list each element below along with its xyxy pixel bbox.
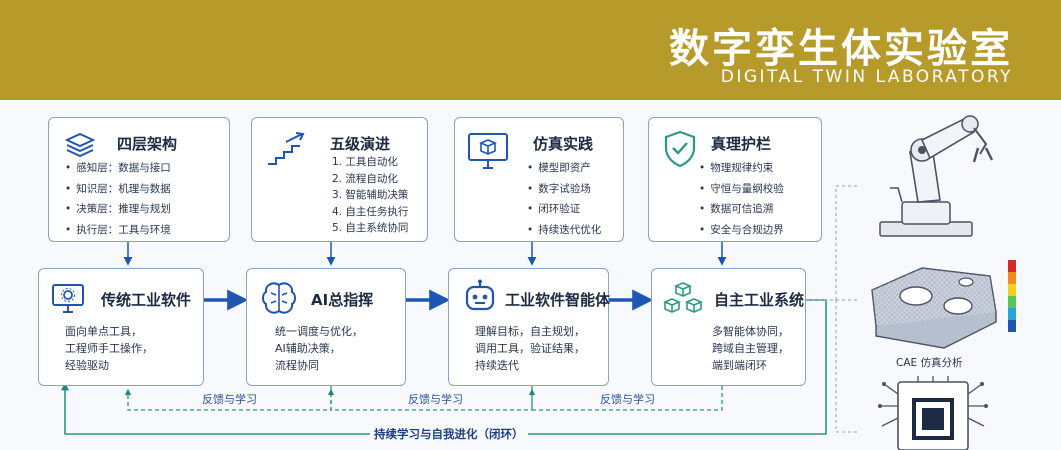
feedback-loop-2 bbox=[327, 386, 533, 411]
list-item: 决策层：推理与规划 bbox=[65, 199, 171, 220]
list-item: 守恒与量纲校验 bbox=[699, 179, 784, 200]
list-item: 3. 智能辅助决策 bbox=[332, 189, 409, 201]
stage-title: 传统工业软件 bbox=[101, 291, 192, 309]
stage-title: 自主工业系统 bbox=[714, 291, 805, 309]
list-item: 模型即资产 bbox=[527, 158, 601, 179]
card-title: 四层架构 bbox=[117, 135, 178, 153]
layers-icon bbox=[64, 132, 96, 158]
cae-mesh-part-icon bbox=[871, 260, 1016, 349]
card-simulation-practice: 仿真实践 模型即资产 数字试验场 闭环验证 持续迭代优化 bbox=[454, 117, 624, 242]
shield-check-icon bbox=[664, 130, 696, 168]
list-item: 4. 自主任务执行 bbox=[332, 205, 409, 218]
desc-line: 流程协同 bbox=[275, 359, 319, 372]
desc-line: 持续迭代 bbox=[475, 359, 519, 372]
desc-line: AI辅助决策， bbox=[275, 342, 341, 355]
list-item: 持续迭代优化 bbox=[527, 220, 601, 241]
stage-desc: 多智能体协同， 跨域自主管理， 端到端闭环 bbox=[712, 323, 789, 374]
stairs-icon bbox=[268, 132, 305, 165]
card-four-layer: 四层架构 感知层：数据与接口 知识层：机理与数据 决策层：推理与规划 执行层：工… bbox=[48, 117, 230, 242]
list-item: 2. 流程自动化 bbox=[332, 172, 398, 185]
card-title: 五级演进 bbox=[330, 135, 391, 153]
list-item: 执行层：工具与环境 bbox=[65, 220, 171, 241]
robot-arm-icon bbox=[879, 115, 994, 237]
card-truth-guardrail: 真理护栏 物理规律约束 守恒与量纲校验 数据可信追溯 安全与合规边界 bbox=[648, 117, 822, 242]
stage-title: AI总指挥 bbox=[311, 291, 374, 309]
header-title: 数字孪生体实验室 bbox=[669, 26, 1013, 72]
desc-line: 多智能体协同， bbox=[712, 325, 789, 338]
card-five-level: 五级演进 1. 工具自动化 2. 流程自动化 3. 智能辅助决策 4. 自主任务… bbox=[251, 117, 428, 242]
chip-icon bbox=[878, 376, 988, 450]
list-item: 安全与合规边界 bbox=[699, 220, 784, 241]
stage-software-agent: 工业软件智能体 理解目标，自主规划， 调用工具，验证结果， 持续迭代 bbox=[448, 268, 611, 386]
desc-line: 跨域自主管理， bbox=[712, 342, 789, 355]
list-item: 1. 工具自动化 bbox=[332, 156, 398, 168]
feedback-label: 反馈与学习 bbox=[199, 391, 260, 407]
list-item: 闭环验证 bbox=[527, 199, 601, 220]
card-title: 仿真实践 bbox=[533, 135, 594, 153]
card-title: 真理护栏 bbox=[711, 135, 772, 153]
loop-label: 持续学习与自我进化（闭环） bbox=[370, 426, 528, 442]
feedback-loop-3 bbox=[528, 386, 723, 411]
side-connector bbox=[806, 185, 860, 433]
list-item: 5. 自主系统协同 bbox=[332, 222, 409, 234]
stage-ai-commander: AI总指挥 统一调度与优化， AI辅助决策， 流程协同 bbox=[246, 268, 406, 386]
list-item: 物理规律约束 bbox=[699, 158, 784, 179]
cubes-network-icon bbox=[662, 282, 704, 313]
stage-desc: 面向单点工具， 工程师手工操作， 经验驱动 bbox=[65, 323, 153, 374]
brain-icon bbox=[262, 282, 296, 314]
feedback-label: 反馈与学习 bbox=[405, 391, 466, 407]
list-item: 知识层：机理与数据 bbox=[65, 179, 171, 200]
card-list: 模型即资产 数字试验场 闭环验证 持续迭代优化 bbox=[527, 158, 601, 240]
stage-desc: 统一调度与优化， AI辅助决策， 流程协同 bbox=[275, 323, 363, 374]
list-item: 数据可信追溯 bbox=[699, 199, 784, 220]
list-item: 数字试验场 bbox=[527, 179, 601, 200]
gear-monitor-icon bbox=[52, 284, 84, 313]
robot-icon bbox=[465, 279, 495, 311]
desc-line: 统一调度与优化， bbox=[275, 325, 363, 338]
stage-autonomous-system: 自主工业系统 多智能体协同， 跨域自主管理， 端到端闭环 bbox=[651, 268, 806, 386]
desc-line: 端到端闭环 bbox=[712, 359, 767, 372]
card-list: 1. 工具自动化 2. 流程自动化 3. 智能辅助决策 4. 自主任务执行 5.… bbox=[332, 154, 408, 237]
card-list: 感知层：数据与接口 知识层：机理与数据 决策层：推理与规划 执行层：工具与环境 bbox=[65, 158, 171, 240]
header-banner: 数字孪生体实验室 DIGITAL TWIN LABORATORY bbox=[0, 0, 1061, 100]
card-list: 物理规律约束 守恒与量纲校验 数据可信追溯 安全与合规边界 bbox=[699, 158, 784, 240]
cae-caption: CAE 仿真分析 bbox=[896, 357, 963, 369]
header-subtitle: DIGITAL TWIN LABORATORY bbox=[720, 67, 1013, 87]
monitor-cube-icon bbox=[468, 133, 508, 169]
desc-line: 调用工具，验证结果， bbox=[475, 342, 585, 355]
desc-line: 面向单点工具， bbox=[65, 325, 142, 338]
stage-traditional-software: 传统工业软件 面向单点工具， 工程师手工操作， 经验驱动 bbox=[38, 268, 204, 386]
desc-line: 理解目标，自主规划， bbox=[475, 325, 585, 338]
desc-line: 经验驱动 bbox=[65, 359, 109, 372]
desc-line: 工程师手工操作， bbox=[65, 342, 153, 355]
list-item: 感知层：数据与接口 bbox=[65, 158, 171, 179]
stage-title: 工业软件智能体 bbox=[505, 291, 611, 309]
stage-desc: 理解目标，自主规划， 调用工具，验证结果， 持续迭代 bbox=[475, 323, 585, 374]
feedback-label: 反馈与学习 bbox=[597, 391, 658, 407]
